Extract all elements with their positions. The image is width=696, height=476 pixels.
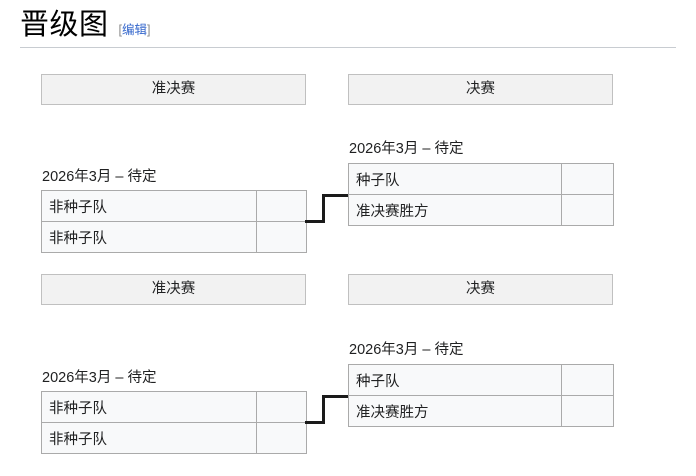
bracket-connector-2 <box>305 393 350 427</box>
match-date-semifinal-2: 2026年3月 – 待定 <box>42 370 157 386</box>
match-table-semifinal-1: 非种子队 非种子队 <box>41 190 307 253</box>
team-name-cell: 准决赛胜方 <box>348 395 562 427</box>
match-date-final-2: 2026年3月 – 待定 <box>349 342 464 358</box>
match-date-semifinal-1: 2026年3月 – 待定 <box>42 169 157 185</box>
table-row[interactable]: 非种子队 <box>41 391 307 423</box>
team-name-cell: 非种子队 <box>41 221 257 253</box>
table-row[interactable]: 非种子队 <box>41 221 307 253</box>
match-date-final-1: 2026年3月 – 待定 <box>349 141 464 157</box>
team-score-cell <box>256 190 307 222</box>
match-table-final-2: 种子队 准决赛胜方 <box>348 364 614 427</box>
edit-section: [编辑] <box>119 23 151 37</box>
team-score-cell <box>256 391 307 423</box>
edit-close-bracket: ] <box>147 23 151 37</box>
team-score-cell <box>561 194 614 226</box>
table-row[interactable]: 非种子队 <box>41 190 307 222</box>
bracket-connector-1 <box>305 192 350 226</box>
table-row[interactable]: 准决赛胜方 <box>348 194 614 226</box>
match-table-semifinal-2: 非种子队 非种子队 <box>41 391 307 454</box>
team-name-cell: 非种子队 <box>41 190 257 222</box>
match-table-final-1: 种子队 准决赛胜方 <box>348 163 614 226</box>
round-header-semifinal-1: 准决赛 <box>41 74 306 105</box>
team-name-cell: 种子队 <box>348 364 562 396</box>
table-row[interactable]: 种子队 <box>348 364 614 396</box>
table-row[interactable]: 准决赛胜方 <box>348 395 614 427</box>
heading-row: 晋级图 [编辑] <box>20 8 676 47</box>
edit-open-bracket: [ <box>118 23 122 37</box>
team-score-cell <box>561 364 614 396</box>
team-score-cell <box>256 221 307 253</box>
team-name-cell: 非种子队 <box>41 422 257 454</box>
team-score-cell <box>561 395 614 427</box>
team-name-cell: 非种子队 <box>41 391 257 423</box>
heading-divider <box>20 47 676 48</box>
team-name-cell: 种子队 <box>348 163 562 195</box>
edit-link[interactable]: 编辑 <box>122 23 148 37</box>
team-name-cell: 准决赛胜方 <box>348 194 562 226</box>
round-header-semifinal-2: 准决赛 <box>41 274 306 305</box>
team-score-cell <box>256 422 307 454</box>
page-title: 晋级图 <box>20 9 109 41</box>
section-heading: 晋级图 [编辑] <box>20 8 676 48</box>
table-row[interactable]: 非种子队 <box>41 422 307 454</box>
table-row[interactable]: 种子队 <box>348 163 614 195</box>
team-score-cell <box>561 163 614 195</box>
round-header-final-2: 决赛 <box>348 274 613 305</box>
round-header-final-1: 决赛 <box>348 74 613 105</box>
